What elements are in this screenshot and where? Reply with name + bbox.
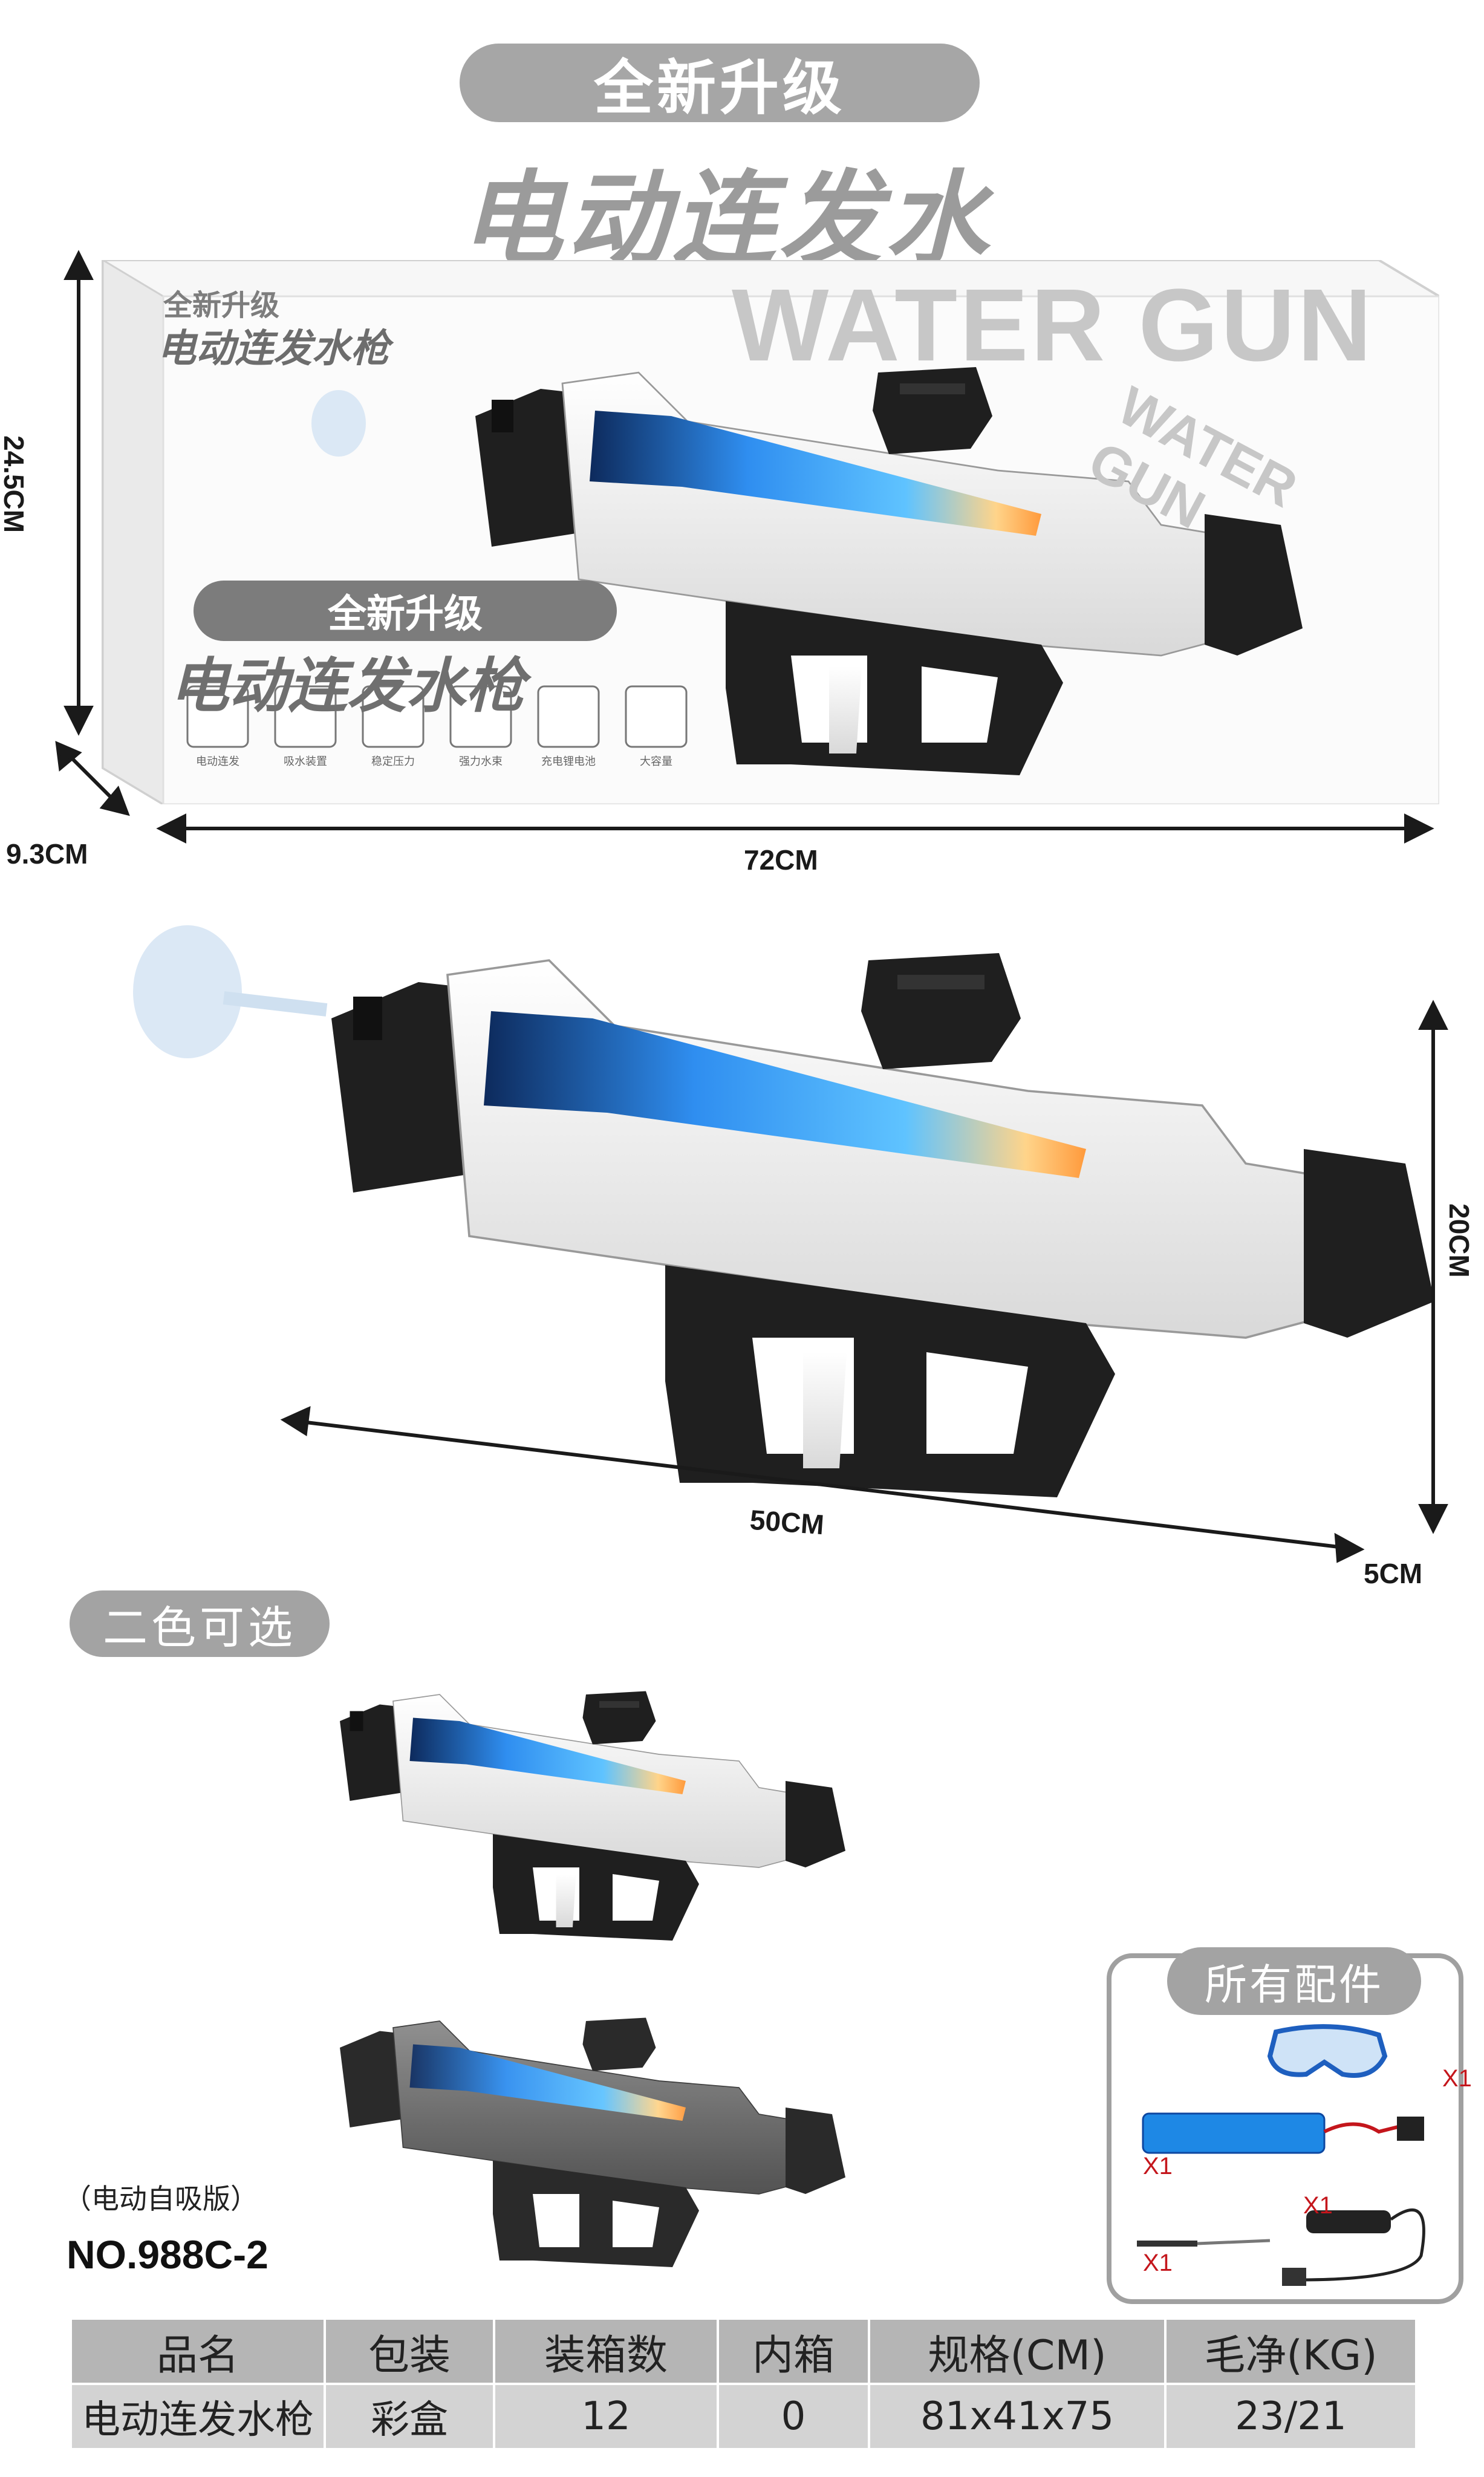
variant-transparent — [314, 2008, 871, 2274]
box-dimension-lines — [55, 250, 1434, 844]
feature-label: 吸水装置 — [284, 755, 327, 768]
box-top-title: 电动连发水枪 — [157, 327, 389, 371]
accessories-illustrations — [1137, 2024, 1425, 2286]
box-mid-badge: 全新升级 — [194, 581, 617, 641]
cell-inner-box: 0 — [717, 2383, 870, 2450]
box-mid-title: 电动连发水枪 — [169, 652, 526, 721]
screwdriver-qty: X1 — [1143, 2250, 1173, 2276]
goggles-icon — [1267, 2024, 1388, 2078]
charger-icon — [1306, 2210, 1391, 2233]
model-number: NO.988C-2 — [67, 2232, 268, 2277]
gun-length-label: 50CM — [749, 1503, 825, 1541]
packaging-box: 全新升级 电动连发水枪 WATER GUN WATER GUN 全新升级 电动连… — [91, 258, 1440, 806]
spec-table: 品名 包装 装箱数 内箱 规格(CM) 毛净(KG) 电动连发水枪 彩盒 12 … — [70, 2317, 1417, 2450]
cell-product-name: 电动连发水枪 — [70, 2383, 326, 2450]
gun-dimension-lines — [280, 1000, 1448, 1563]
color-options-badge: 二色可选 — [70, 1590, 330, 1657]
header-inner-box: 内箱 — [717, 2317, 870, 2385]
table-row: 电动连发水枪 彩盒 12 0 81x41x75 23/21 — [70, 2383, 1417, 2450]
feature-label: 稳定压力 — [371, 755, 415, 768]
cell-weight: 23/21 — [1164, 2383, 1417, 2450]
header-packaging: 包装 — [324, 2317, 495, 2385]
feature-label: 强力水束 — [459, 755, 503, 768]
gun-illustration-white — [339, 1690, 846, 1941]
header-weight: 毛净(KG) — [1164, 2317, 1417, 2385]
cell-packaging: 彩盒 — [324, 2383, 495, 2450]
charger-qty: X1 — [1303, 2192, 1333, 2219]
battery-qty: X1 — [1143, 2153, 1173, 2179]
header-carton-qty: 装箱数 — [493, 2317, 719, 2385]
header-badge: 全新升级 — [460, 44, 980, 123]
box-drawing — [102, 258, 1440, 806]
feature-label: 电动连发 — [196, 755, 239, 768]
spec-header-row: 品名 包装 装箱数 内箱 规格(CM) 毛净(KG) — [70, 2317, 1417, 2385]
box-logo: WATER GUN — [732, 268, 1375, 383]
cell-carton-qty: 12 — [493, 2383, 719, 2450]
header-size: 规格(CM) — [868, 2317, 1167, 2385]
cell-size: 81x41x75 — [868, 2383, 1167, 2450]
gun-height-label: 20CM — [1443, 1203, 1475, 1278]
feature-label: 充电锂电池 — [541, 755, 596, 768]
product-mode-label: （电动自吸版） — [63, 2182, 258, 2215]
gun-illustration — [133, 925, 1436, 1499]
gun-width-label: 5CM — [1364, 1558, 1423, 1589]
header-product-name: 品名 — [70, 2317, 326, 2385]
gun-illustration-transparent — [340, 2017, 845, 2267]
box-top-badge: 全新升级 — [163, 288, 280, 322]
box-height-label: 24.5CM — [0, 435, 30, 533]
feature-label: 大容量 — [640, 755, 672, 768]
battery-icon — [1142, 2112, 1326, 2154]
product-main-image — [103, 913, 1436, 1518]
variant-white — [314, 1681, 871, 1947]
goggles-qty: X1 — [1442, 2065, 1472, 2092]
box-length-label: 72CM — [744, 844, 818, 876]
accessories-title: 所有配件 — [1167, 1947, 1421, 2015]
box-depth-label: 9.3CM — [6, 838, 88, 870]
